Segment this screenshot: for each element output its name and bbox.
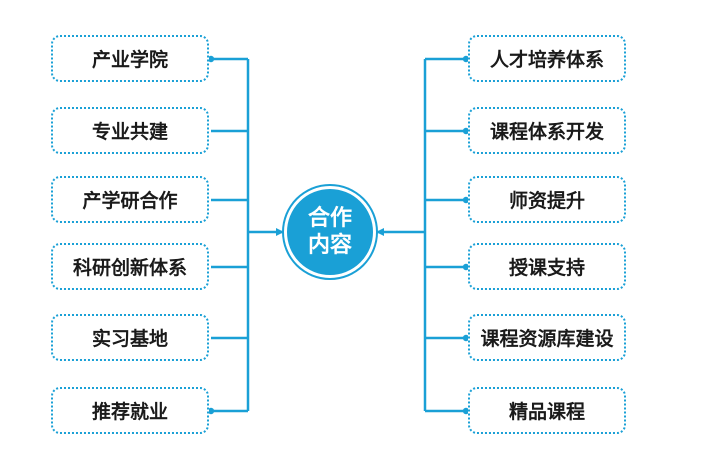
right-item-label: 人才培养体系: [489, 49, 604, 71]
right-item-label: 课程体系开发: [489, 121, 604, 143]
right-item-talent-training: 人才培养体系: [468, 35, 626, 82]
left-item-job-recommendation: 推荐就业: [51, 387, 209, 434]
left-item-internship-base: 实习基地: [51, 314, 209, 361]
right-branch-dot: [462, 407, 470, 415]
left-item-label: 产业学院: [91, 49, 168, 71]
right-item-label: 课程资源库建设: [480, 328, 614, 350]
left-item-label: 专业共建: [91, 121, 168, 143]
left-item-label: 科研创新体系: [72, 257, 187, 279]
left-branch-dot: [207, 55, 215, 63]
right-item-label: 精品课程: [508, 401, 585, 423]
right-branch-dot: [462, 334, 470, 342]
center-label-line2: 内容: [307, 233, 352, 258]
right-item-curriculum-dev: 课程体系开发: [468, 107, 626, 154]
center-label-line1: 合作: [307, 206, 352, 231]
left-item-major-co-building: 专业共建: [51, 107, 209, 154]
left-branch-dot: [207, 407, 215, 415]
right-item-teacher-upgrade: 师资提升: [468, 176, 626, 223]
right-item-label: 授课支持: [508, 257, 585, 279]
left-item-label: 实习基地: [91, 328, 168, 350]
left-item-research-innovation: 科研创新体系: [51, 243, 209, 290]
left-item-industry-college: 产业学院: [51, 35, 209, 82]
right-branch-dot: [462, 55, 470, 63]
right-item-teaching-support: 授课支持: [468, 243, 626, 290]
right-branch-dot: [462, 263, 470, 271]
right-item-resource-library: 课程资源库建设: [468, 314, 626, 361]
left-item-label: 推荐就业: [91, 401, 168, 423]
left-item-label: 产学研合作: [82, 190, 178, 212]
right-branch-dot: [462, 127, 470, 135]
center-node: 合作 内容: [284, 186, 376, 278]
right-item-label: 师资提升: [508, 190, 585, 212]
left-item-industry-research: 产学研合作: [51, 176, 209, 223]
right-item-quality-courses: 精品课程: [468, 387, 626, 434]
right-branch-dot: [462, 196, 470, 204]
